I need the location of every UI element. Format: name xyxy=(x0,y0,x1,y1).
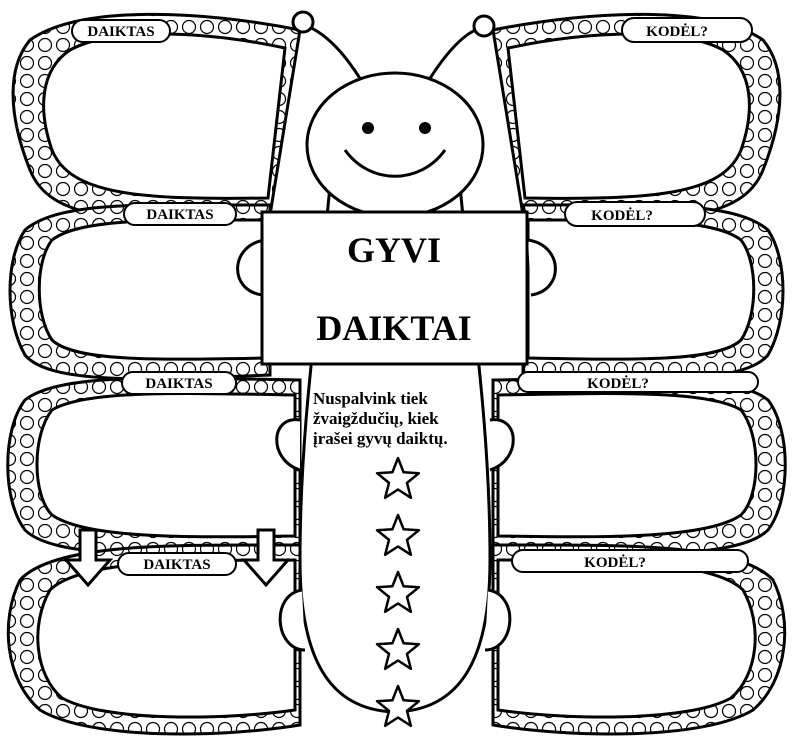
right-eye xyxy=(419,122,431,134)
instruction-line-3: įrašei gyvų daiktų. xyxy=(313,429,448,448)
wing-middle-left xyxy=(10,205,270,379)
label-daiktas-1[interactable]: DAIKTAS xyxy=(72,20,170,42)
wing-lower-right xyxy=(493,378,785,554)
svg-text:KODĖL?: KODĖL? xyxy=(646,23,708,40)
label-daiktas-4[interactable]: DAIKTAS xyxy=(118,553,236,575)
label-kodel-1[interactable]: KODĖL? xyxy=(622,18,752,42)
wing-bottom-right xyxy=(493,545,785,734)
butterfly-head xyxy=(307,73,483,217)
label-kodel-4[interactable]: KODĖL? xyxy=(512,550,748,572)
svg-text:DAIKTAS: DAIKTAS xyxy=(87,24,154,40)
svg-text:KODĖL?: KODĖL? xyxy=(591,207,653,224)
instruction-line-2: žvaigždučių, kiek xyxy=(313,409,439,428)
label-kodel-3[interactable]: KODĖL? xyxy=(518,372,758,392)
wing-lower-left xyxy=(8,378,300,554)
title-sign: GYVI DAIKTAI xyxy=(262,212,527,364)
svg-text:KODĖL?: KODĖL? xyxy=(584,554,646,571)
svg-text:KODĖL?: KODĖL? xyxy=(587,375,649,392)
sign-line-1: GYVI xyxy=(347,230,441,270)
svg-text:DAIKTAS: DAIKTAS xyxy=(143,557,210,573)
wing-middle-right xyxy=(523,205,783,379)
left-eye xyxy=(362,122,374,134)
instruction-line-1: Nuspalvink tiek xyxy=(313,389,428,408)
svg-text:DAIKTAS: DAIKTAS xyxy=(146,207,213,223)
label-kodel-2[interactable]: KODĖL? xyxy=(565,202,705,226)
svg-text:DAIKTAS: DAIKTAS xyxy=(145,376,212,392)
instruction-text: Nuspalvink tiek žvaigždučių, kiek įrašei… xyxy=(313,389,448,448)
wing-top-right xyxy=(493,14,780,219)
label-daiktas-2[interactable]: DAIKTAS xyxy=(124,203,236,225)
wing-top-left xyxy=(13,14,300,219)
sign-line-2: DAIKTAI xyxy=(316,308,471,348)
label-daiktas-3[interactable]: DAIKTAS xyxy=(122,372,236,394)
